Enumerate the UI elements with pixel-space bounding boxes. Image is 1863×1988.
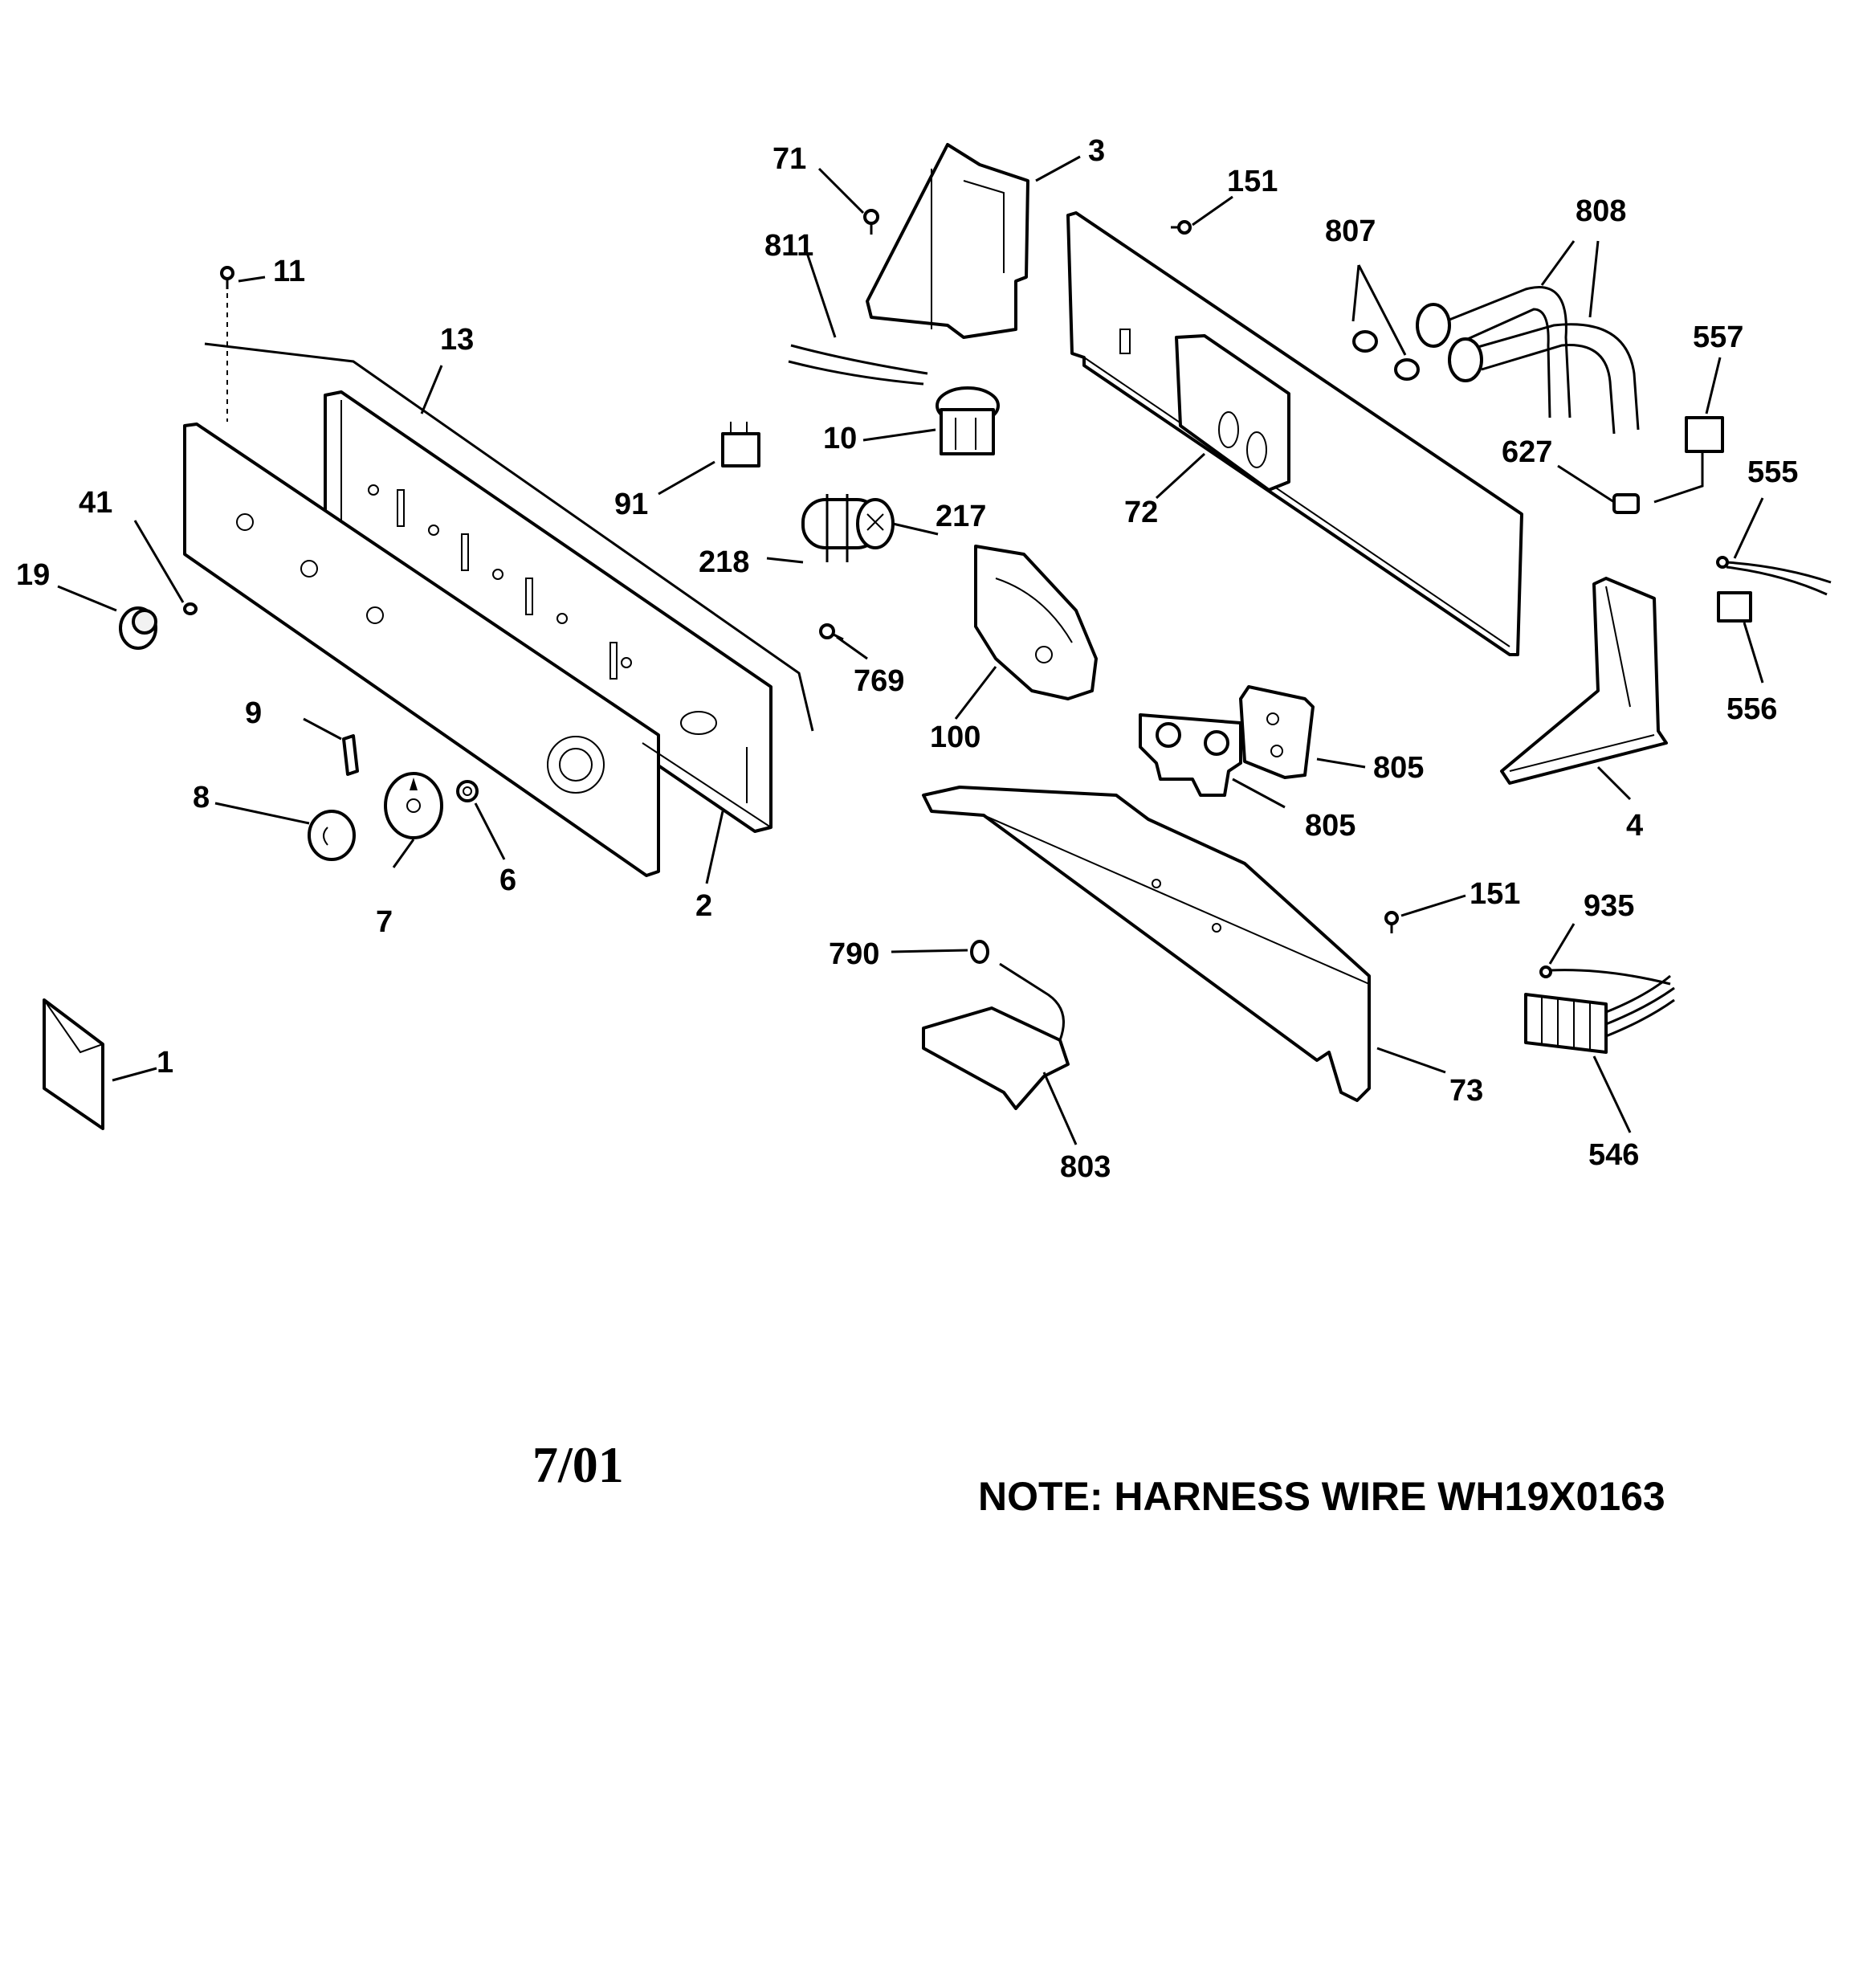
callout-555: 555	[1747, 455, 1798, 489]
part-805-water-valve	[1139, 713, 1242, 797]
callout-556: 556	[1726, 692, 1777, 726]
callout-2: 2	[695, 889, 712, 923]
part-7-dial	[384, 772, 443, 839]
part-71-screw	[863, 209, 879, 235]
part-8-knob	[308, 810, 356, 861]
callout-769: 769	[854, 664, 904, 698]
callout-10: 10	[823, 422, 857, 455]
callout-805-bracket: 805	[1373, 751, 1424, 785]
part-10-pressure-switch	[936, 386, 1000, 455]
callout-19: 19	[16, 558, 50, 592]
part-2-console-face	[183, 423, 772, 877]
part-100-timer	[974, 545, 1098, 700]
part-9-clip	[342, 734, 359, 776]
callout-9: 9	[245, 696, 262, 730]
callout-803: 803	[1060, 1150, 1111, 1184]
part-808-hoses	[1416, 286, 1640, 435]
callout-151-bottom: 151	[1470, 877, 1520, 911]
callout-6: 6	[499, 863, 516, 897]
callout-7: 7	[376, 905, 393, 939]
part-627-plug	[1612, 493, 1640, 514]
callout-808: 808	[1576, 194, 1626, 228]
callout-790: 790	[829, 937, 879, 971]
callout-546: 546	[1588, 1138, 1639, 1172]
callout-151-top: 151	[1227, 165, 1278, 198]
part-805-bracket	[1239, 685, 1315, 779]
callout-805-valve: 805	[1305, 809, 1355, 843]
part-1-envelope	[43, 998, 104, 1130]
part-3-end-cap	[866, 143, 1029, 339]
callout-8: 8	[193, 781, 210, 814]
part-556-connector	[1717, 591, 1752, 623]
part-4-end-cap	[1500, 577, 1668, 785]
callout-935: 935	[1584, 889, 1634, 923]
callout-71: 71	[773, 142, 806, 176]
callout-627: 627	[1502, 435, 1552, 469]
part-11-screw	[220, 266, 234, 422]
part-72-rear-panel	[1066, 211, 1523, 656]
part-769-screw	[819, 623, 844, 641]
part-555-wire	[1716, 556, 1832, 596]
callout-73: 73	[1449, 1074, 1483, 1108]
harness-note: NOTE: HARNESS WIRE WH19X0163	[978, 1474, 1665, 1519]
part-811-tube	[788, 344, 928, 386]
part-73-bottom-panel	[922, 786, 1371, 1102]
callout-91: 91	[614, 488, 648, 521]
part-151-screw-bottom	[1384, 911, 1399, 933]
callout-labels: 11 13 41 19 9 8 7 6 2 1 71 3 811 10 91 2…	[16, 134, 1798, 1184]
leader-lines	[57, 155, 1764, 1145]
callout-41: 41	[79, 486, 112, 520]
callout-217: 217	[936, 500, 986, 533]
callout-11: 11	[273, 255, 305, 288]
part-790-clamp	[970, 940, 989, 964]
callout-218: 218	[699, 545, 749, 579]
part-41-clip	[183, 602, 198, 615]
part-803-hose-bracket	[922, 962, 1070, 1110]
part-91-switch	[721, 422, 760, 467]
callout-4: 4	[1626, 809, 1643, 843]
part-218-bracket	[826, 494, 849, 562]
callout-72: 72	[1124, 496, 1158, 529]
part-13-backsplash-outline	[204, 342, 814, 732]
callout-1: 1	[157, 1046, 173, 1080]
callout-13: 13	[440, 323, 474, 357]
callout-100: 100	[930, 720, 980, 754]
part-6-nut	[456, 780, 479, 802]
callout-807: 807	[1325, 214, 1376, 248]
part-151-screw-top	[1171, 220, 1192, 235]
callout-811: 811	[764, 229, 813, 263]
part-19-knob	[119, 606, 157, 650]
part-557-switch	[1653, 416, 1724, 504]
part-807-washers	[1352, 330, 1420, 381]
callout-557: 557	[1693, 320, 1743, 354]
part-546-harness	[1524, 974, 1675, 1054]
part-935-wire	[1539, 965, 1671, 986]
date-code: 7/01	[532, 1436, 624, 1493]
callout-3: 3	[1088, 134, 1105, 168]
